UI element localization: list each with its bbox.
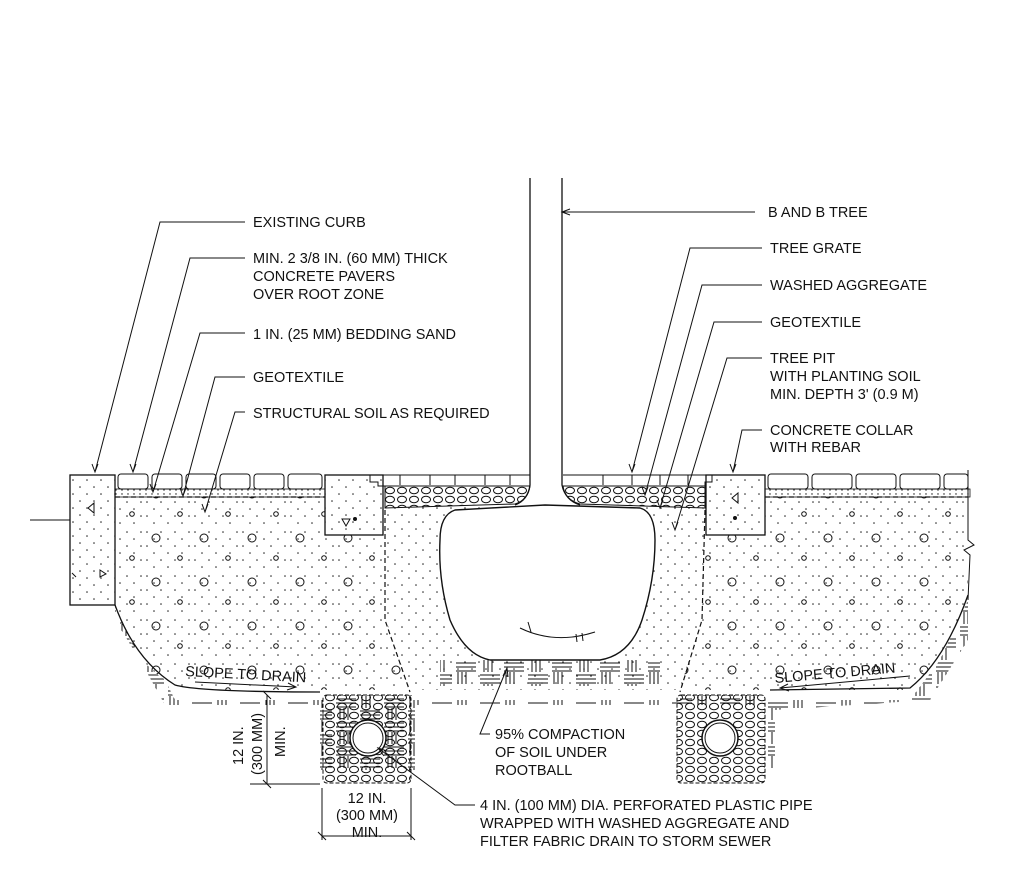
dimension-vertical: 12 IN. (300 MM) MIN.	[231, 713, 289, 775]
label-pipe-1: 4 IN. (100 MM) DIA. PERFORATED PLASTIC P…	[480, 798, 813, 814]
drain-left	[322, 694, 412, 784]
concrete-pavers-left	[114, 473, 326, 498]
dim-horizontal-3: MIN.	[352, 825, 383, 841]
leader-lines	[91, 208, 762, 806]
rootball	[439, 504, 656, 661]
label-tree-pit-2: WITH PLANTING SOIL	[770, 369, 921, 385]
slope-arrow-right	[778, 675, 911, 692]
label-concrete-collar-2: WITH REBAR	[770, 440, 861, 456]
label-bedding-sand: 1 IN. (25 MM) BEDDING SAND	[253, 327, 456, 343]
label-compaction-2: OF SOIL UNDER	[495, 745, 607, 761]
label-pavers-3: OVER ROOT ZONE	[253, 287, 384, 303]
tree-grate	[369, 474, 713, 487]
washed-aggregate-right	[562, 485, 706, 509]
label-pavers-1: MIN. 2 3/8 IN. (60 MM) THICK	[253, 251, 448, 267]
label-pipe-2: WRAPPED WITH WASHED AGGREGATE AND	[480, 816, 789, 832]
existing-curb	[30, 474, 116, 606]
label-geotextile-right: GEOTEXTILE	[770, 315, 861, 331]
dim-horizontal-1: 12 IN.	[348, 791, 387, 807]
structural-soil-right	[680, 497, 968, 690]
label-geotextile-left: GEOTEXTILE	[253, 370, 344, 386]
label-compaction-1: 95% COMPACTION	[495, 727, 625, 743]
slope-label-left: SLOPE TO DRAIN	[185, 664, 307, 686]
dim-vertical-3: MIN.	[273, 726, 289, 757]
label-concrete-collar-1: CONCRETE COLLAR	[770, 423, 913, 439]
dim-vertical-2: (300 MM)	[250, 713, 266, 775]
dim-horizontal-2: (300 MM)	[336, 808, 398, 824]
label-pavers-2: CONCRETE PAVERS	[253, 269, 395, 285]
concrete-pavers-right	[764, 470, 975, 601]
dimension-horizontal: 12 IN. (300 MM) MIN.	[336, 791, 398, 841]
washed-aggregate-left	[384, 485, 531, 509]
slope-arrow-left	[194, 681, 298, 691]
label-tree-grate: TREE GRATE	[770, 241, 862, 257]
label-tree-pit-3: MIN. DEPTH 3' (0.9 M)	[770, 387, 919, 403]
label-washed-aggregate: WASHED AGGREGATE	[770, 278, 927, 294]
label-tree-pit-1: TREE PIT	[770, 351, 835, 367]
label-pipe-3: FILTER FABRIC DRAIN TO STORM SEWER	[480, 834, 771, 850]
concrete-collar-right	[705, 474, 766, 536]
label-compaction-3: ROOTBALL	[495, 763, 572, 779]
dimension-lines	[250, 690, 416, 841]
drain-right	[676, 694, 766, 784]
concrete-collar-left	[324, 474, 384, 536]
dim-vertical-1: 12 IN.	[231, 726, 247, 765]
label-existing-curb: EXISTING CURB	[253, 215, 366, 231]
label-tree: B AND B TREE	[768, 205, 868, 221]
label-structural-soil: STRUCTURAL SOIL AS REQUIRED	[253, 406, 490, 422]
tree-trunk	[514, 178, 581, 506]
